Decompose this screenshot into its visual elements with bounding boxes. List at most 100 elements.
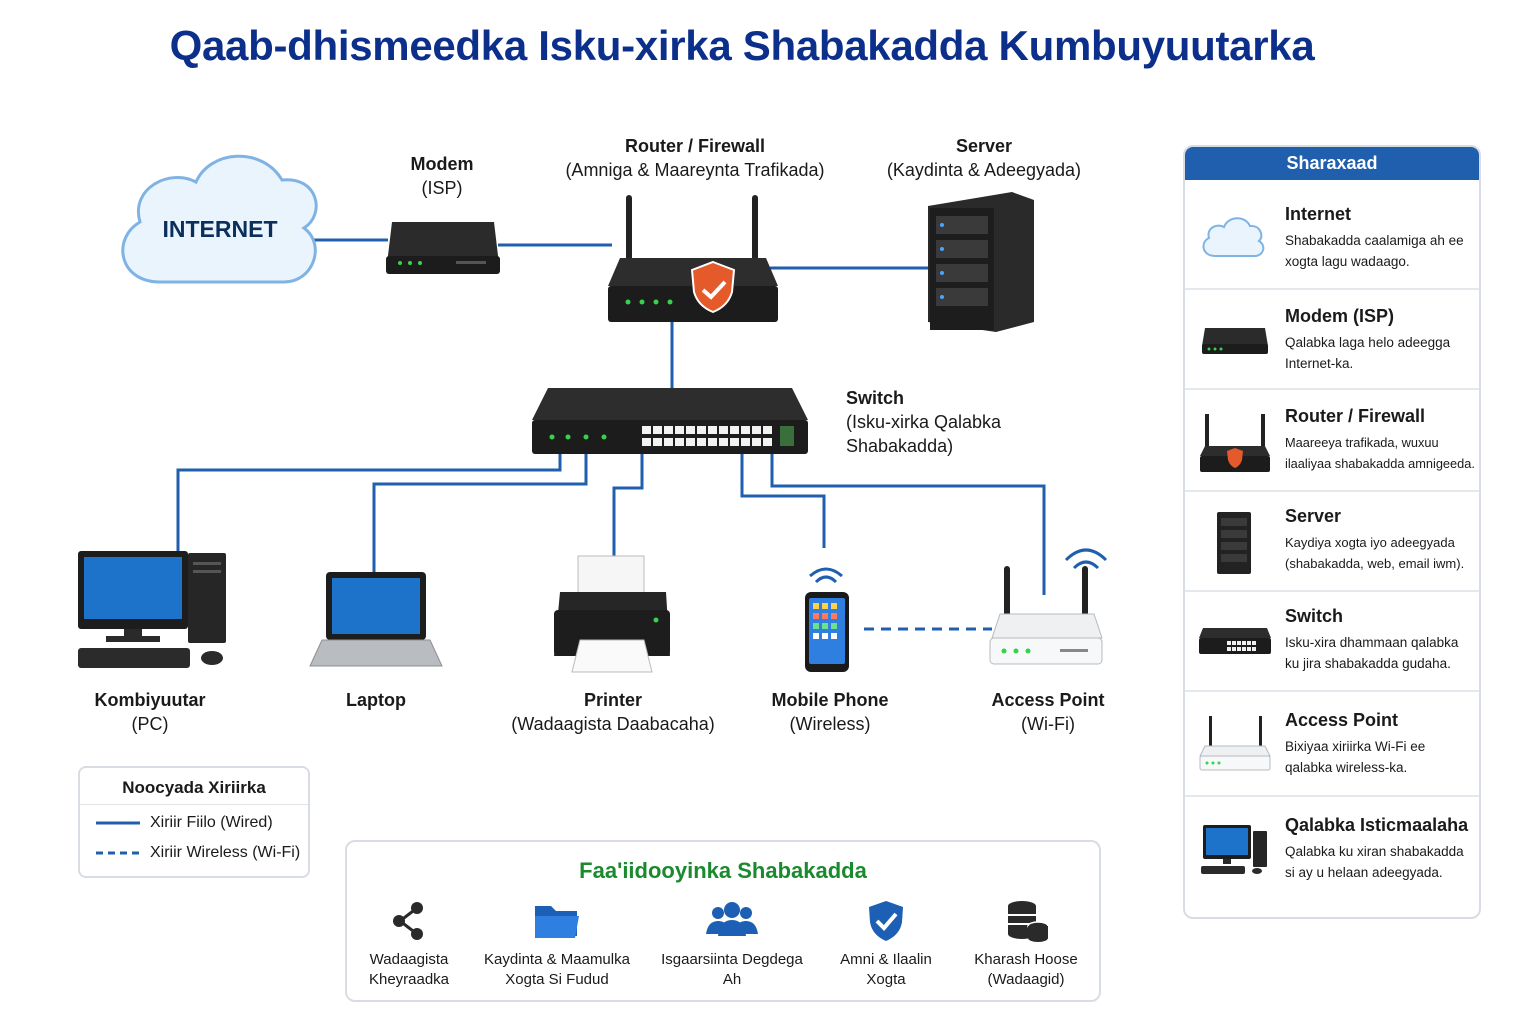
internet-label: INTERNET xyxy=(162,216,278,242)
printer-icon xyxy=(554,555,670,673)
laptop-name: Laptop xyxy=(346,690,406,710)
benefit-item: Amni & Ilaalin Xogta xyxy=(811,898,961,990)
pc-icon xyxy=(78,551,226,668)
connection-types-box: Noocyada Xiriirka Xiriir Fiilo (Wired) X… xyxy=(78,766,310,878)
router-sub: (Amniga & Maareynta Trafikada) xyxy=(565,160,825,180)
switch-name: Switch xyxy=(846,388,905,408)
router-icon xyxy=(1200,414,1270,472)
legend-item-router: Router / Firewall Maareeya trafikada, wu… xyxy=(1185,390,1479,492)
benefit-line2: (Wadaagid) xyxy=(987,971,1065,988)
benefit-line1: Amni & Ilaalin xyxy=(840,951,932,968)
legend-item-name: Server xyxy=(1285,506,1342,526)
modem-icon xyxy=(386,222,500,274)
wireless-legend-text: Xiriir Wireless (Wi-Fi) xyxy=(150,844,301,861)
folder-icon xyxy=(535,906,579,938)
legend-desc-line: ku jira shabakadda gudaha. xyxy=(1285,656,1451,671)
server-sub: (Kaydinta & Adeegyada) xyxy=(886,160,1082,180)
benefit-item: Kaydinta & Maamulka Xogta Si Fudud xyxy=(483,898,631,990)
legend-desc-line: Shabakadda caalamiga ah ee xyxy=(1285,233,1464,248)
switch-icon xyxy=(1199,628,1271,654)
legend-item-name: Modem (ISP) xyxy=(1285,306,1395,326)
legend-item-name: Qalabka Isticmaalaha xyxy=(1285,815,1469,835)
users-icon xyxy=(706,902,758,936)
wireless-line-icon xyxy=(96,851,140,855)
legend-panel: Sharaxaad Internet Shabakadda caalamiga … xyxy=(1183,145,1481,919)
server-icon xyxy=(1217,512,1251,574)
database-icon xyxy=(1008,901,1049,942)
printer-label: Printer (Wadaagista Daabacaha) xyxy=(502,688,724,736)
legend-desc-line: Bixiyaa xiriirka Wi-Fi ee xyxy=(1285,739,1426,754)
legend-item-name: Access Point xyxy=(1285,710,1399,730)
laptop-label: Laptop xyxy=(300,688,452,712)
legend-item-desc: Maareeya trafikada, wuxuu ilaaliyaa shaba… xyxy=(1285,432,1475,474)
benefit-item: Kharash Hoose (Wadaagid) xyxy=(951,898,1101,990)
modem-name: Modem xyxy=(410,154,474,174)
pc-sub: (PC) xyxy=(131,714,169,734)
ap-sub: (Wi-Fi) xyxy=(1021,714,1075,734)
benefit-line2: Xogta Si Fudud xyxy=(505,971,609,988)
legend-desc-line: xogta lagu wadaago. xyxy=(1285,254,1410,269)
cloud-icon xyxy=(1202,217,1265,257)
server-icon xyxy=(928,192,1034,332)
server-label: Server (Kaydinta & Adeegyada) xyxy=(874,134,1094,182)
legend-desc-line: Kaydiya xogta iyo adeegyada xyxy=(1285,535,1455,550)
benefit-item: Isgaarsiinta Degdega Ah xyxy=(652,898,812,990)
legend-item-desc: Isku-xira dhammaan qalabka ku jira shabak… xyxy=(1285,632,1475,674)
legend-desc-line: qalabka wireless-ka. xyxy=(1285,760,1408,775)
modem-sub: (ISP) xyxy=(421,178,463,198)
switch-icon xyxy=(532,388,808,454)
router-icon xyxy=(608,195,778,322)
router-label: Router / Firewall (Amniga & Maareynta Tr… xyxy=(560,134,830,182)
legend-desc-line: Qalabka ku xiran shabakadda xyxy=(1285,844,1464,859)
legend-item-desc: Bixiyaa xiriirka Wi-Fi ee qalabka wireles… xyxy=(1285,736,1475,778)
legend-desc-line: si ay u helaan adeegyada. xyxy=(1285,865,1443,880)
switch-sub1: (Isku-xirka Qalabka xyxy=(846,412,1002,432)
modem-label: Modem (ISP) xyxy=(362,152,522,200)
legend-item-name: Switch xyxy=(1285,606,1344,626)
wired-legend-text: Xiriir Fiilo (Wired) xyxy=(150,814,273,831)
legend-desc-line: Qalabka laga helo adeegga xyxy=(1285,335,1451,350)
legend-title: Sharaxaad xyxy=(1185,147,1479,180)
benefit-line2: Kheyraadka xyxy=(368,971,450,988)
ap-label: Access Point (Wi-Fi) xyxy=(968,688,1128,736)
access-point-icon xyxy=(1199,716,1271,771)
legend-item-desc: Kaydiya xogta iyo adeegyada (shabakadda, … xyxy=(1285,532,1477,574)
benefits-title: Faa'iidooyinka Shabakadda xyxy=(579,858,867,883)
benefit-line1: Kaydinta & Maamulka xyxy=(484,951,630,968)
modem-icon xyxy=(1202,328,1268,354)
ap-name: Access Point xyxy=(991,690,1105,710)
phone-icon xyxy=(805,567,849,672)
phone-sub: (Wireless) xyxy=(789,714,871,734)
legend-item-server: Server Kaydiya xogta iyo adeegyada (shaba… xyxy=(1185,492,1479,592)
wireless-legend-row: Xiriir Wireless (Wi-Fi) xyxy=(96,844,300,862)
legend-desc-line: (shabakadda, web, email iwm). xyxy=(1285,556,1465,571)
shield-check-icon xyxy=(869,901,903,941)
wired-connections xyxy=(176,238,1046,595)
access-point-icon xyxy=(989,548,1108,665)
phone-label: Mobile Phone (Wireless) xyxy=(750,688,910,736)
legend-desc-line: Isku-xira dhammaan qalabka xyxy=(1285,635,1459,650)
benefits-box: Faa'iidooyinka Shabakadda Wadaagista Khe… xyxy=(345,840,1101,1002)
server-name: Server xyxy=(955,136,1013,156)
legend-item-name: Router / Firewall xyxy=(1285,406,1426,426)
legend-item-access-point: Access Point Bixiyaa xiriirka Wi-Fi ee qa… xyxy=(1185,692,1479,797)
benefit-line2: Xogta xyxy=(866,971,906,988)
legend-desc-line: Maareeya trafikada, wuxuu xyxy=(1285,435,1439,450)
legend-item-desc: Qalabka ku xiran shabakadda si ay u helaa… xyxy=(1285,841,1475,883)
legend-desc-line: ilaaliyaa shabakadda amnigeeda. xyxy=(1285,456,1475,471)
connection-types-divider xyxy=(80,804,308,805)
connection-types-title: Noocyada Xiriirka xyxy=(122,778,266,797)
legend-item-switch: Switch Isku-xira dhammaan qalabka ku jira… xyxy=(1185,592,1479,692)
legend-item-name: Internet xyxy=(1285,204,1352,224)
switch-label: Switch (Isku-xirka Qalabka Shabakadda) xyxy=(846,386,1046,458)
benefit-line1: Wadaagista xyxy=(369,951,449,968)
benefit-line1: Kharash Hoose xyxy=(974,951,1078,968)
page-title: Qaab-dhismeedka Isku-xirka Shabakadda Ku… xyxy=(169,22,1315,69)
legend-item-desc: Shabakadda caalamiga ah ee xogta lagu wad… xyxy=(1285,230,1475,272)
legend-item-user-device: Qalabka Isticmaalaha Qalabka ku xiran sh… xyxy=(1185,797,1479,915)
pc-name: Kombiyuutar xyxy=(94,690,206,710)
share-icon xyxy=(393,902,423,940)
